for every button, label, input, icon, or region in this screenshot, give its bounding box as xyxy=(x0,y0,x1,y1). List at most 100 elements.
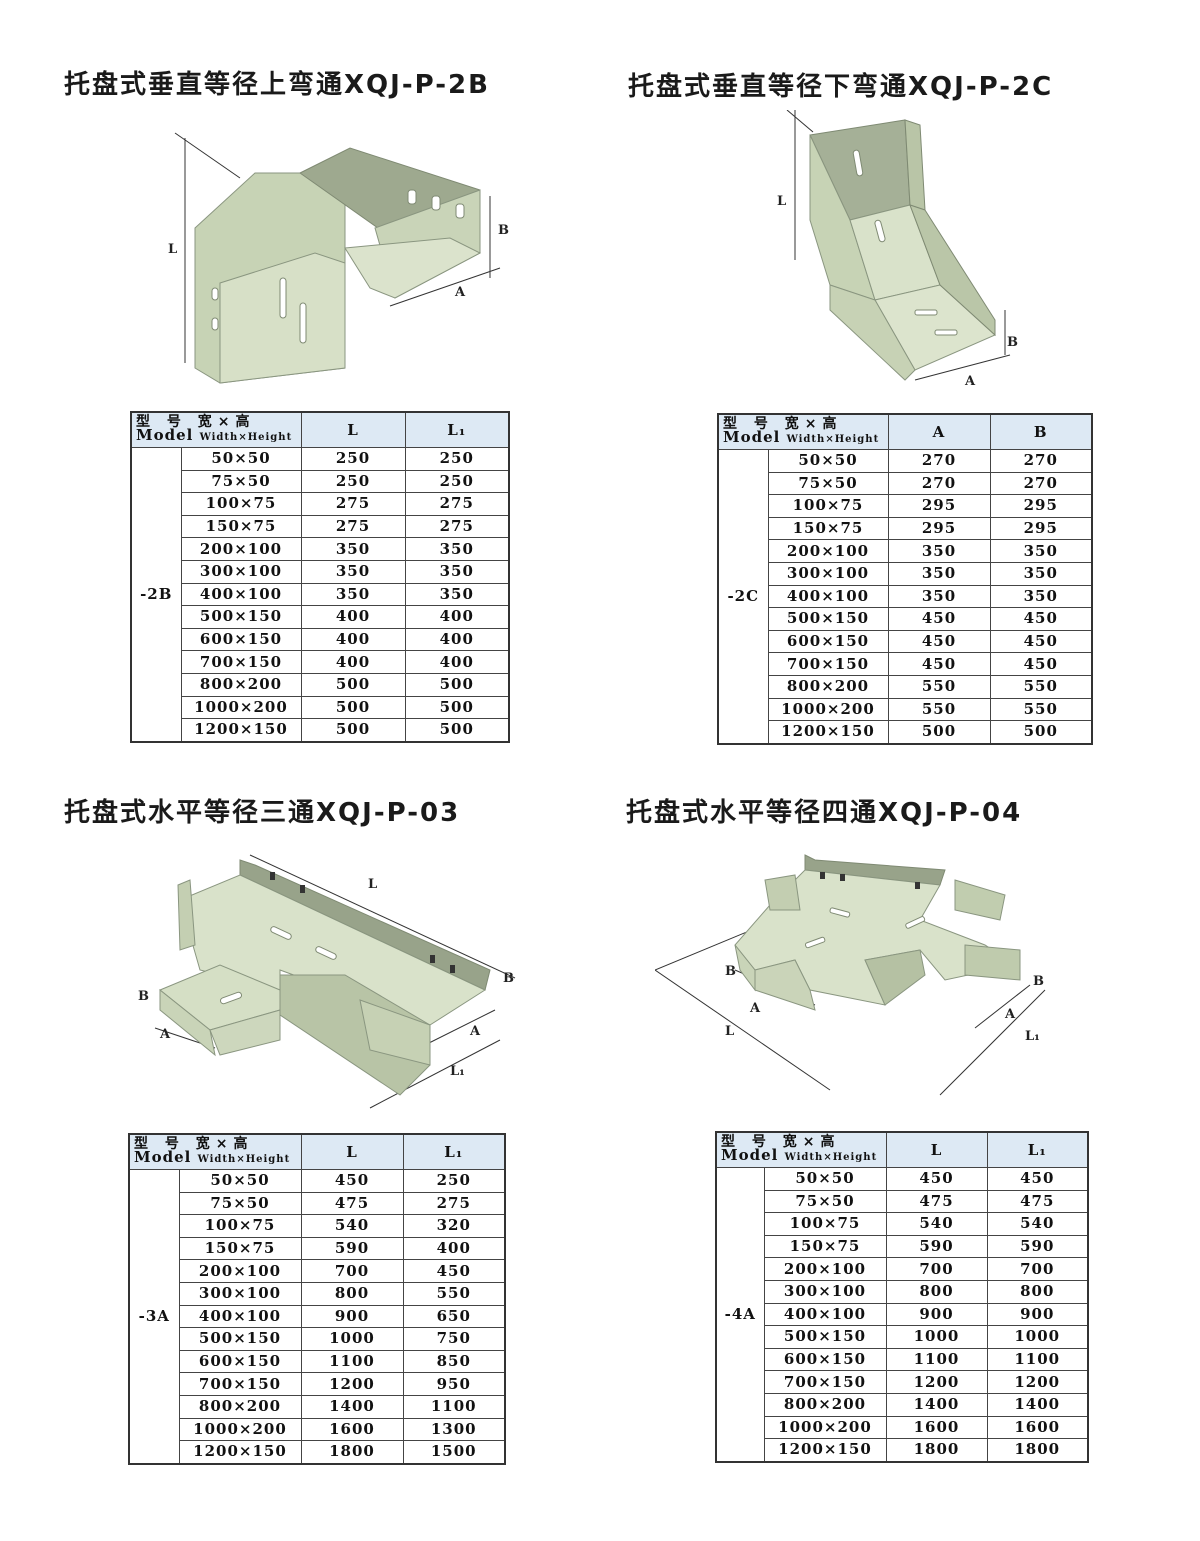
value-cell: 450 xyxy=(989,607,1093,631)
value-cell: 800 xyxy=(885,1279,988,1304)
value-cell: 250 xyxy=(402,1169,506,1193)
size-cell: 75×50 xyxy=(178,1191,302,1216)
size-cell: 300×100 xyxy=(763,1279,887,1304)
value-cell: 450 xyxy=(885,1167,988,1191)
value-cell: 700 xyxy=(885,1257,988,1281)
model-code: -2B xyxy=(130,446,182,743)
value-cell: 1500 xyxy=(402,1440,506,1465)
size-cell: 200×100 xyxy=(763,1257,887,1281)
value-cell: 800 xyxy=(300,1281,404,1306)
size-cell: 50×50 xyxy=(180,447,302,471)
size-cell: 400×100 xyxy=(178,1304,302,1329)
size-cell: 400×100 xyxy=(763,1302,887,1327)
dim-label-b: B xyxy=(1033,974,1044,989)
value-cell: 350 xyxy=(404,582,510,607)
value-cell: 540 xyxy=(986,1212,1089,1236)
value-cell: 350 xyxy=(989,584,1093,609)
value-cell: 450 xyxy=(989,629,1093,654)
header-col1: L xyxy=(300,1133,404,1170)
value-cell: 295 xyxy=(887,494,991,518)
value-cell: 450 xyxy=(887,652,991,676)
size-cell: 100×75 xyxy=(180,492,302,516)
header-col2: L₁ xyxy=(404,411,510,448)
value-cell: 650 xyxy=(402,1304,506,1329)
value-cell: 275 xyxy=(300,492,406,516)
value-cell: 400 xyxy=(300,650,406,674)
value-cell: 350 xyxy=(300,582,406,607)
value-cell: 1400 xyxy=(986,1392,1089,1417)
value-cell: 475 xyxy=(300,1191,404,1216)
value-cell: 1600 xyxy=(885,1415,988,1440)
value-cell: 900 xyxy=(885,1302,988,1327)
value-cell: 550 xyxy=(887,697,991,722)
size-cell: 75×50 xyxy=(763,1189,887,1214)
size-cell: 50×50 xyxy=(178,1169,302,1193)
value-cell: 1100 xyxy=(885,1347,988,1372)
value-cell: 450 xyxy=(989,652,1093,676)
value-cell: 1800 xyxy=(885,1438,988,1463)
dim-label-l: L xyxy=(368,877,377,892)
size-cell: 600×150 xyxy=(763,1347,887,1372)
header-model: 型 号 宽×高 Model Width×Height xyxy=(130,411,302,448)
dim-label-a: A xyxy=(964,374,976,389)
size-cell: 700×150 xyxy=(180,650,302,674)
header-col1: A xyxy=(887,413,991,450)
size-cell: 300×100 xyxy=(767,561,889,586)
value-cell: 500 xyxy=(404,695,510,720)
size-cell: 100×75 xyxy=(763,1212,887,1236)
dim-label-l: L xyxy=(777,194,786,209)
size-cell: 500×150 xyxy=(763,1325,887,1349)
dim-label-l1: L₁ xyxy=(450,1064,465,1079)
section-title-04: 托盘式水平等径四通XQJ-P-04 xyxy=(626,798,1023,828)
value-cell: 700 xyxy=(986,1257,1089,1281)
dim-label-a: A xyxy=(749,1001,761,1016)
value-cell: 550 xyxy=(989,697,1093,722)
value-cell: 900 xyxy=(986,1302,1089,1327)
size-cell: 100×75 xyxy=(767,494,889,518)
header-model: 型 号 宽×高 Model Width×Height xyxy=(128,1133,302,1170)
dim-label-a: A xyxy=(454,285,466,300)
model-code: -3A xyxy=(128,1168,180,1465)
size-cell: 300×100 xyxy=(180,559,302,584)
size-cell: 1200×150 xyxy=(180,718,302,743)
section-title-2b: 托盘式垂直等径上弯通XQJ-P-2B xyxy=(64,70,490,100)
value-cell: 275 xyxy=(404,492,510,516)
size-cell: 1000×200 xyxy=(767,697,889,722)
value-cell: 475 xyxy=(986,1189,1089,1214)
value-cell: 550 xyxy=(402,1281,506,1306)
value-cell: 400 xyxy=(404,650,510,674)
value-cell: 450 xyxy=(986,1167,1089,1191)
header-col1: L xyxy=(300,411,406,448)
value-cell: 350 xyxy=(887,584,991,609)
diagram-horizontal-tee: L B B A A L₁ xyxy=(130,850,530,1115)
size-cell: 500×150 xyxy=(767,607,889,631)
value-cell: 900 xyxy=(300,1304,404,1329)
value-cell: 275 xyxy=(300,514,406,539)
size-cell: 1000×200 xyxy=(763,1415,887,1440)
value-cell: 295 xyxy=(989,516,1093,541)
value-cell: 950 xyxy=(402,1372,506,1396)
value-cell: 550 xyxy=(989,674,1093,699)
size-cell: 1200×150 xyxy=(763,1438,887,1463)
size-cell: 500×150 xyxy=(178,1327,302,1351)
value-cell: 1000 xyxy=(885,1325,988,1349)
value-cell: 1800 xyxy=(300,1440,404,1465)
value-cell: 500 xyxy=(989,720,1093,745)
